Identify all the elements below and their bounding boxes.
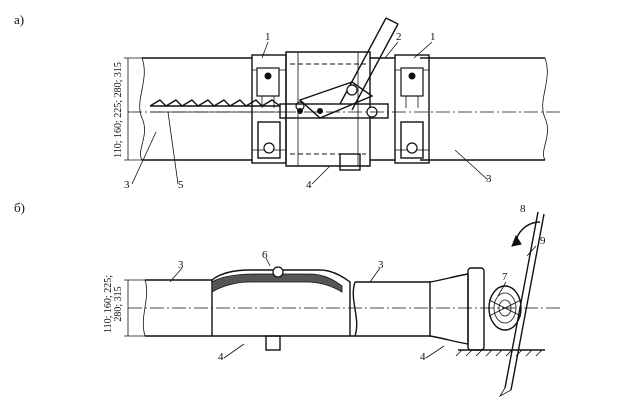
socket-right-b xyxy=(429,273,469,345)
sealing-ring xyxy=(272,266,284,278)
lever-bar xyxy=(279,103,389,119)
panel-b-diameter-label-line1: 110; 160; 225; xyxy=(103,275,114,333)
callout-a-1-left: 1 xyxy=(265,31,271,43)
callout-a-4: 4 xyxy=(306,179,312,191)
socket-cutaway xyxy=(211,273,343,293)
socket-b xyxy=(211,269,351,336)
panel-a-dimension-line xyxy=(124,57,142,161)
right-clamp xyxy=(394,54,430,164)
panel-a-label: а) xyxy=(14,12,24,27)
callout-b-7: 7 xyxy=(502,271,508,283)
right-pipe-outline xyxy=(420,57,545,161)
callout-a-3-right: 3 xyxy=(486,173,492,185)
callout-b-4-right: 4 xyxy=(420,351,426,363)
support-left-b xyxy=(265,335,281,351)
panel-a-diameter-label: 110; 160; 225; 280; 315 xyxy=(113,62,124,158)
panel-b-diameter-label-line2: 280; 315 xyxy=(113,286,124,321)
callout-b-4-left: 4 xyxy=(218,351,224,363)
callout-b-3-mid: 3 xyxy=(378,259,384,271)
callout-b-9: 9 xyxy=(540,235,546,247)
left-clamp-bolt xyxy=(256,67,280,97)
left-lower-bracket xyxy=(257,121,281,159)
callout-b-3-left: 3 xyxy=(178,259,184,271)
lever-body xyxy=(298,81,374,119)
pipe-end-ring xyxy=(467,267,485,351)
panel-b-drawing xyxy=(124,211,560,398)
right-lower-bracket xyxy=(400,121,424,159)
crowbar xyxy=(504,211,545,391)
panel-a-drawing xyxy=(124,17,560,185)
toothed-rack xyxy=(149,99,281,107)
rotation-arrow xyxy=(515,221,541,241)
left-pipe-outline xyxy=(142,57,252,161)
right-pipe-break xyxy=(542,57,548,161)
callout-a-3-left: 3 xyxy=(124,179,130,191)
panel-b-dimension-line xyxy=(124,279,145,337)
callout-b-6: 6 xyxy=(262,249,268,261)
right-clamp-bolt xyxy=(400,67,424,97)
callout-a-2: 2 xyxy=(396,31,402,43)
left-pipe-break xyxy=(139,57,145,161)
callout-b-8: 8 xyxy=(520,203,526,215)
panel-b-label: б) xyxy=(14,200,25,215)
callout-a-5: 5 xyxy=(178,179,184,191)
coupling-sleeve xyxy=(285,51,371,167)
callout-a-1-right: 1 xyxy=(430,31,436,43)
left-pipe-b xyxy=(145,279,355,337)
